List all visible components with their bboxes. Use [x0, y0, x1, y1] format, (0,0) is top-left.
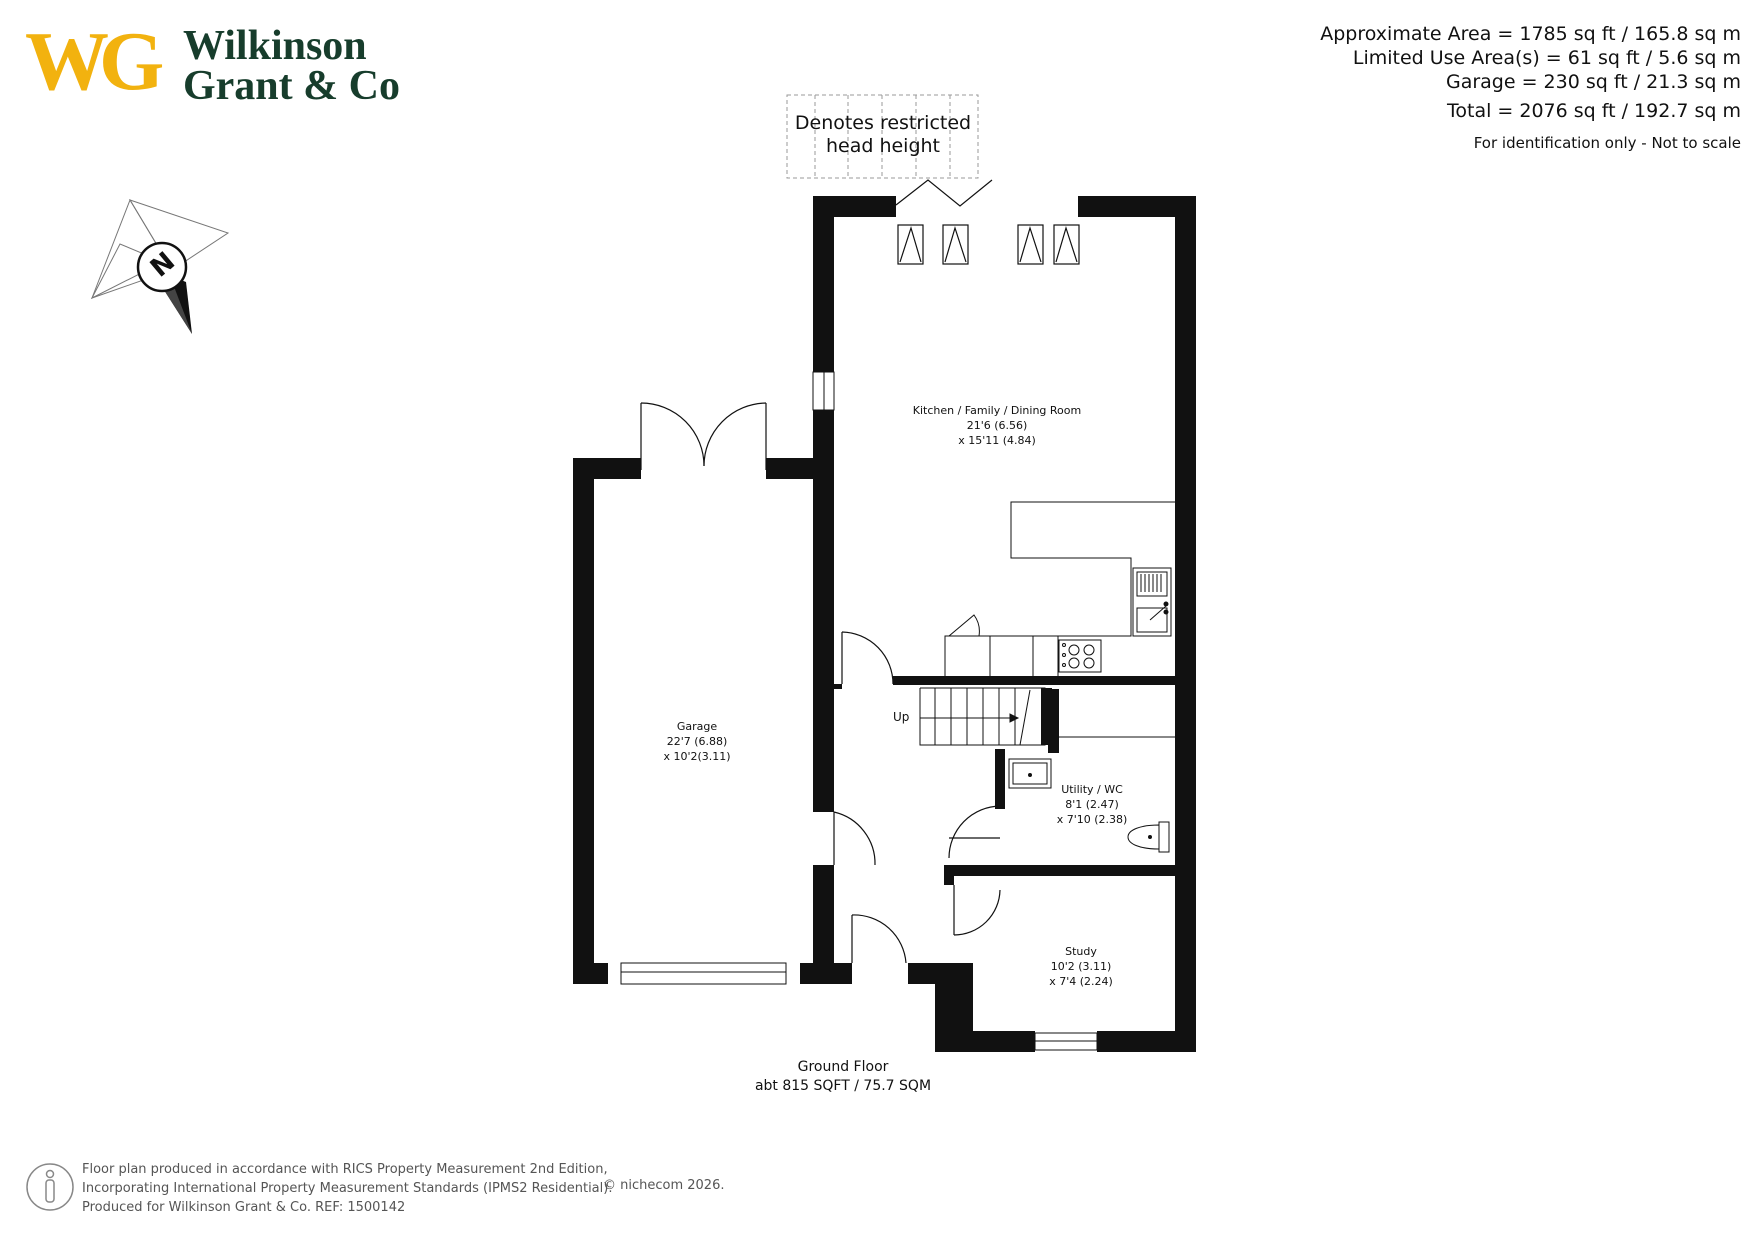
restricted-line1: Denotes restricted	[794, 112, 972, 134]
garage-area: Garage = 230 sq ft / 21.3 sq m	[1445, 71, 1741, 93]
staircase	[919, 687, 1046, 746]
logo-name: Wilkinson Grant & Co	[183, 23, 400, 109]
garage-dim1: 22'7 (6.88)	[666, 735, 728, 748]
copyright-text: © nichecom 2026.	[603, 1178, 725, 1193]
north-compass-icon	[90, 198, 230, 334]
kitchen-dim2: x 15'11 (4.84)	[958, 434, 1036, 447]
study-dim1: 10'2 (3.11)	[1050, 960, 1112, 973]
utility-dim1: 8'1 (2.47)	[1065, 798, 1119, 811]
room-label-garage: Garage 22'7 (6.88) x 10'2(3.11)	[597, 719, 797, 764]
doors	[640, 179, 1001, 964]
limited-use-area: Limited Use Area(s) = 61 sq ft / 5.6 sq …	[1352, 47, 1741, 69]
restricted-height-legend	[786, 94, 979, 179]
stairs-up-label: Up	[893, 710, 910, 724]
utility-dim2: x 7'10 (2.38)	[1056, 813, 1128, 826]
skylights	[897, 224, 1080, 265]
study-dim2: x 7'4 (2.24)	[1049, 975, 1113, 988]
room-label-study: Study 10'2 (3.11) x 7'4 (2.24)	[981, 944, 1181, 989]
restricted-height-label: Denotes restricted head height	[783, 112, 983, 158]
footer-line1: Floor plan produced in accordance with R…	[82, 1162, 608, 1177]
person-icon	[26, 1163, 74, 1211]
identification-note: For identification only - Not to scale	[1473, 134, 1741, 152]
footer-line2: Incorporating International Property Mea…	[82, 1181, 613, 1196]
logo-name-line2: Grant & Co	[183, 63, 400, 109]
floor-name: Ground Floor	[797, 1059, 889, 1075]
utility-fixtures	[1008, 736, 1175, 853]
approximate-area: Approximate Area = 1785 sq ft / 165.8 sq…	[1320, 23, 1741, 45]
garage-name: Garage	[676, 720, 718, 733]
restricted-line2: head height	[825, 135, 941, 157]
area-summary: Approximate Area = 1785 sq ft / 165.8 sq…	[1320, 22, 1741, 155]
kitchen-name: Kitchen / Family / Dining Room	[912, 404, 1082, 417]
room-label-utility: Utility / WC 8'1 (2.47) x 7'10 (2.38)	[992, 782, 1192, 827]
room-label-kitchen: Kitchen / Family / Dining Room 21'6 (6.5…	[897, 403, 1097, 448]
study-name: Study	[1065, 945, 1097, 958]
logo-name-line1: Wilkinson	[183, 23, 367, 69]
logo-initials: WG	[25, 15, 164, 108]
footer-text: Floor plan produced in accordance with R…	[82, 1160, 612, 1217]
windows	[620, 371, 1098, 1051]
footer-line3: Produced for Wilkinson Grant & Co. REF: …	[82, 1200, 406, 1215]
floor-area: abt 815 SQFT / 75.7 SQM	[754, 1078, 932, 1094]
kitchen-units	[944, 501, 1175, 676]
total-area: Total = 2076 sq ft / 192.7 sq m	[1447, 100, 1741, 122]
floor-label: Ground Floor abt 815 SQFT / 75.7 SQM	[713, 1058, 973, 1096]
kitchen-sink-icon	[1132, 567, 1172, 637]
walls	[573, 196, 1196, 1052]
hob-icon	[1058, 639, 1102, 673]
garage-dim2: x 10'2(3.11)	[663, 750, 731, 763]
kitchen-dim1: 21'6 (6.56)	[966, 419, 1028, 432]
utility-name: Utility / WC	[1061, 783, 1123, 796]
